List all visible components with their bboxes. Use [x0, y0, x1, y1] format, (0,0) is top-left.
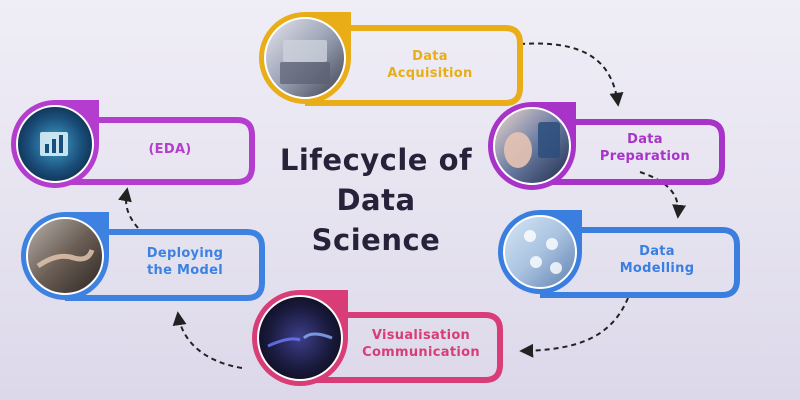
stage-data-modelling — [498, 210, 740, 298]
stage-visualisation-communication — [252, 290, 503, 386]
title-line-2: Data — [336, 183, 416, 217]
stage-deploying-the-model — [21, 212, 265, 301]
label-line-1: (EDA) — [148, 142, 192, 157]
label-line-1: Visualisation — [371, 328, 471, 343]
label-line-1: Data — [639, 244, 675, 259]
arrow-visualisation-to-deploying — [172, 311, 243, 369]
touchscreen-icons-photo — [503, 215, 577, 289]
arrow-acquisition-to-preparation — [519, 42, 624, 107]
stage-outline — [540, 227, 740, 298]
stage-outline — [65, 229, 265, 301]
label-line-2: the Model — [147, 263, 223, 278]
stage-eda — [11, 100, 255, 188]
label-line-1: Data — [412, 49, 448, 64]
title-line-1: Lifecycle of — [279, 143, 473, 177]
stage-outline — [300, 312, 503, 383]
arrow-modelling-to-visualisation — [519, 297, 629, 358]
label-deploying-the-model: Deploying the Model — [120, 245, 250, 279]
label-line-1: Deploying — [146, 246, 224, 261]
label-line-1: Data — [627, 132, 663, 147]
label-line-2: Acquisition — [387, 66, 473, 81]
arrow-preparation-to-modelling — [639, 171, 687, 219]
label-line-2: Preparation — [599, 149, 691, 164]
digital-hands-photo — [257, 295, 343, 381]
stage-data-preparation — [488, 102, 725, 190]
diagram-title: Lifecycle of Data Science — [262, 140, 490, 260]
arrow-deploying-to-eda — [118, 187, 139, 229]
label-data-modelling: Data Modelling — [592, 243, 722, 277]
label-eda: (EDA) — [120, 141, 220, 158]
stage-outline — [55, 117, 255, 185]
label-visualisation-communication: Visualisation Communication — [356, 327, 486, 361]
stage-outline — [532, 119, 725, 185]
label-data-preparation: Data Preparation — [585, 131, 705, 165]
connector-arrows — [118, 42, 687, 369]
stage-outline — [305, 25, 523, 106]
label-data-acquisition: Data Acquisition — [370, 48, 490, 82]
stage-data-acquisition — [259, 12, 523, 106]
label-line-2: Modelling — [619, 261, 695, 276]
title-line-3: Science — [311, 223, 441, 257]
label-line-2: Communication — [362, 345, 480, 360]
